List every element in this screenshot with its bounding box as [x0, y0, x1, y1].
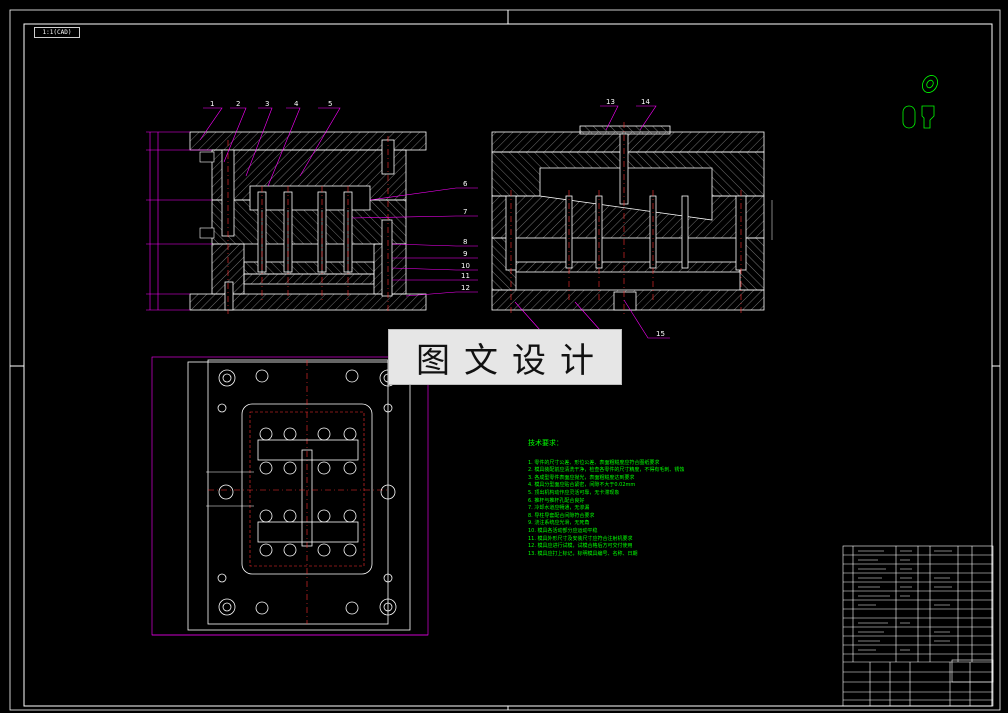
tech-req-line: 2. 模具装配前应清洗干净，检查各零件的尺寸精度，不得有毛刺、锈蚀	[528, 467, 685, 474]
tech-req-line: 12. 模具应进行试模，试模合格后方可交付使用	[528, 543, 633, 550]
tech-req-line: 10. 模具各活动部分应运动平稳	[528, 527, 598, 534]
tech-req-line: 3. 各成型零件表面应抛光，表面粗糙度达到要求	[528, 474, 635, 481]
balloon-labels-left: 1 2 3 4 5 6 7 8 9 10 11 12	[210, 100, 470, 292]
balloon-12: 12	[461, 284, 470, 292]
technical-requirements: 技术要求： 1. 零件的尺寸公差、形位公差、表面粗糙度应符合图纸要求 2. 模具…	[528, 439, 828, 558]
title-block	[842, 545, 994, 707]
balloon-2: 2	[236, 100, 240, 108]
balloon-11: 11	[461, 272, 470, 280]
sheet-tag: 1:1(CAD)	[34, 27, 80, 38]
balloon-4: 4	[294, 100, 299, 108]
tech-req-line: 4. 模具分型面应贴合紧密，间隙不大于0.02mm	[528, 482, 636, 489]
balloon-labels-right: 13 14 15	[606, 98, 665, 338]
sheet-border	[9, 9, 1001, 711]
balloon-13: 13	[606, 98, 615, 106]
balloon-1: 1	[210, 100, 214, 108]
balloon-7: 7	[463, 208, 467, 216]
balloon-15: 15	[656, 330, 665, 338]
watermark-banner: 图文设计	[388, 329, 622, 385]
tech-req-line: 11. 模具外形尺寸及安装尺寸应符合注射机要求	[528, 535, 633, 542]
tech-req-line: 8. 导柱导套配合间隙符合要求	[528, 512, 595, 519]
tech-req-line: 1. 零件的尺寸公差、形位公差、表面粗糙度应符合图纸要求	[528, 459, 660, 466]
tech-req-line: 9. 浇注系统应光滑，无死角	[528, 520, 590, 527]
tech-req-line: 5. 顶出机构动作应灵活可靠，无卡滞现象	[528, 489, 620, 496]
title-block-cell-marks	[858, 550, 952, 651]
balloon-9: 9	[463, 250, 467, 258]
plan-cavities	[257, 427, 359, 557]
tech-req-line: 13. 模具应打上标记，标明模具编号、名称、日期	[528, 550, 638, 557]
side-section-view: 13 14 15	[491, 98, 773, 339]
balloon-10: 10	[461, 262, 470, 270]
tech-req-line: 6. 推杆与推杆孔配合良好	[528, 497, 585, 504]
part-sketch	[902, 75, 938, 129]
plan-view	[151, 356, 429, 636]
balloon-5: 5	[328, 100, 332, 108]
tech-req-title: 技术要求：	[528, 439, 563, 447]
balloon-3: 3	[265, 100, 269, 108]
front-section-view: 1 2 3 4 5 6 7 8 9 10 11 12	[146, 100, 478, 314]
balloon-8: 8	[463, 238, 467, 246]
tech-req-line: 7. 冷却水道应畅通，无渗漏	[528, 505, 590, 512]
balloon-6: 6	[463, 180, 468, 188]
balloon-14: 14	[641, 98, 650, 106]
